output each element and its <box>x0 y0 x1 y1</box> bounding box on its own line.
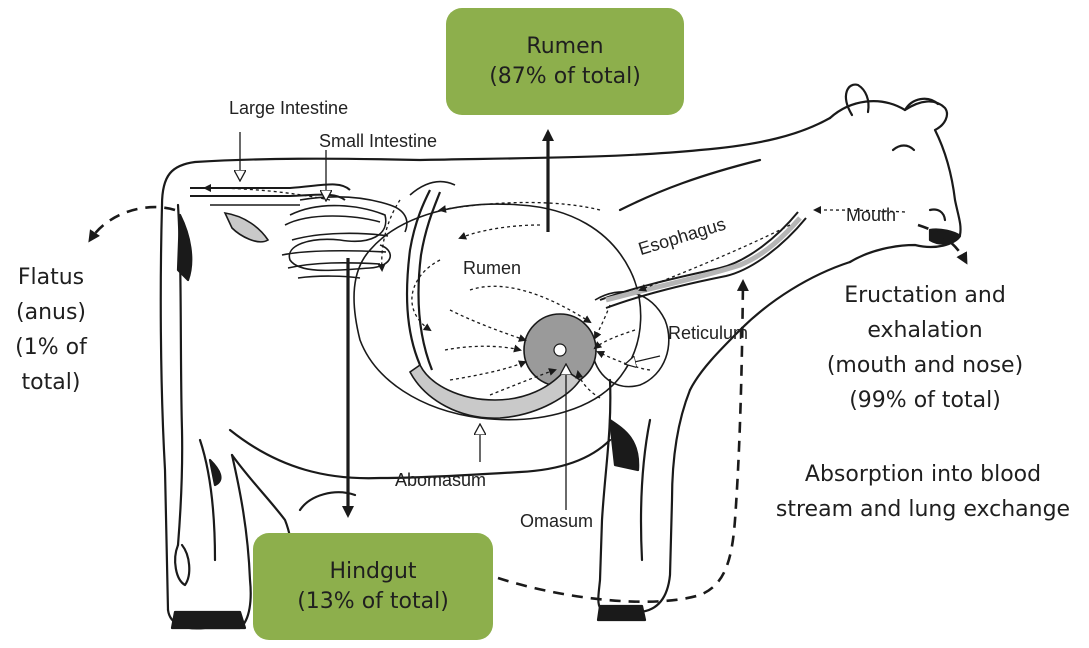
hindgut-box-percent: (13% of total) <box>297 587 449 617</box>
label-abomasum: Abomasum <box>395 470 486 491</box>
flatus-line: total) <box>2 365 100 400</box>
label-rumen: Rumen <box>463 258 521 279</box>
eructation-line: Eructation and <box>800 278 1050 313</box>
label-pointers <box>240 132 660 510</box>
absorption-line: stream and lung exchange <box>758 492 1088 527</box>
eructation-line: exhalation <box>800 313 1050 348</box>
rumen-box-title: Rumen <box>526 32 603 62</box>
absorption-callout: Absorption into blood stream and lung ex… <box>758 457 1088 527</box>
label-small-intestine: Small Intestine <box>319 131 437 152</box>
solid-arrows <box>348 132 548 515</box>
label-reticulum: Reticulum <box>668 323 748 344</box>
eructation-callout: Eructation and exhalation (mouth and nos… <box>800 278 1050 418</box>
flatus-line: (1% of <box>2 330 100 365</box>
hindgut-box: Hindgut (13% of total) <box>253 533 493 640</box>
flatus-callout: Flatus (anus) (1% of total) <box>2 260 100 400</box>
rumen-box-percent: (87% of total) <box>489 62 641 92</box>
label-omasum: Omasum <box>520 511 593 532</box>
hindgut-box-title: Hindgut <box>329 557 416 587</box>
label-large-intestine: Large Intestine <box>229 98 348 119</box>
rumen-box: Rumen (87% of total) <box>446 8 684 115</box>
flatus-line: (anus) <box>2 295 100 330</box>
eructation-line: (99% of total) <box>800 383 1050 418</box>
label-mouth: Mouth <box>846 205 896 226</box>
eructation-line: (mouth and nose) <box>800 348 1050 383</box>
absorption-line: Absorption into blood <box>758 457 1088 492</box>
flatus-line: Flatus <box>2 260 100 295</box>
